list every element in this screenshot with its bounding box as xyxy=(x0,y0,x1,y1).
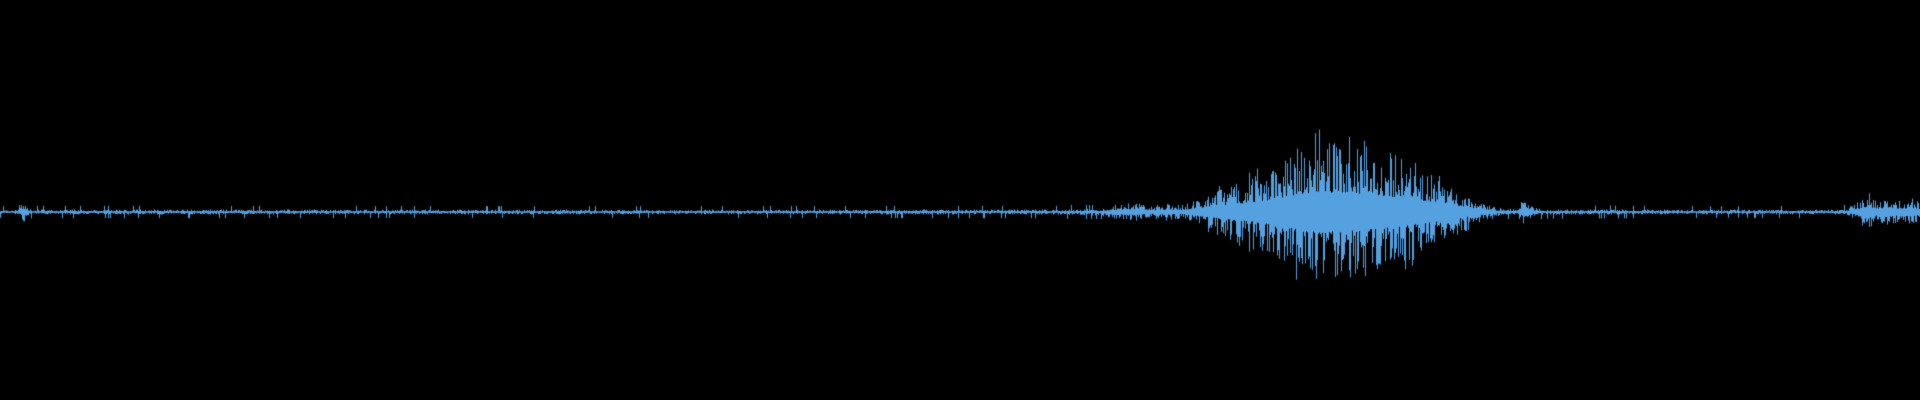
waveform-display xyxy=(0,0,1920,400)
waveform-canvas[interactable] xyxy=(0,0,1920,400)
